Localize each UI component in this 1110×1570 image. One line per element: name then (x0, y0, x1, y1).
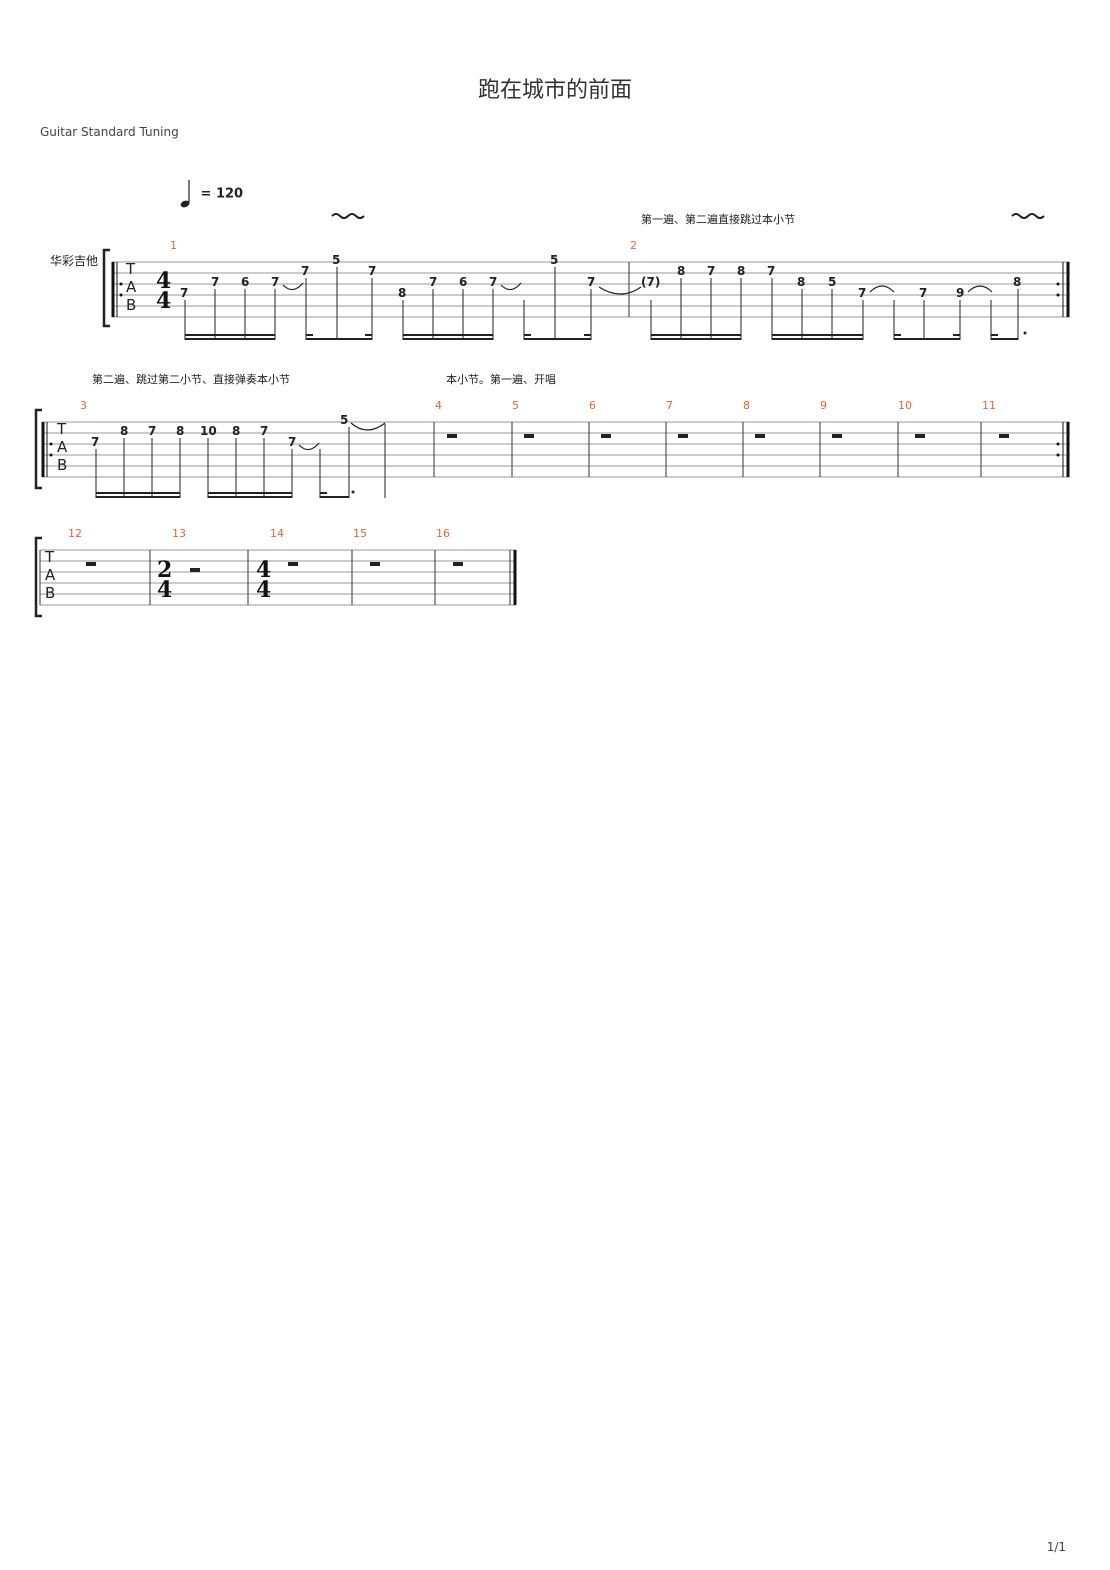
tab-letter-t: T (125, 260, 136, 278)
ties (282, 282, 993, 295)
tab-letter-t: T (56, 420, 67, 438)
bar-number: 2 (630, 239, 637, 252)
system-brace (102, 248, 110, 328)
bar-number: 3 (80, 399, 87, 412)
bar-number: 5 (512, 399, 519, 412)
fret-note: 8 (677, 264, 685, 278)
fret-note: 7 (271, 275, 279, 289)
system-brace (34, 408, 42, 490)
fret-note: 7 (489, 275, 497, 289)
tempo-value: = 120 (200, 186, 244, 202)
bar-number: 7 (666, 399, 673, 412)
bar-number: 6 (589, 399, 596, 412)
vibrato-icon (1011, 213, 1045, 219)
fret-note: 5 (828, 275, 836, 289)
tab-letter-b: B (45, 584, 55, 602)
time-sig-bottom: 4 (156, 288, 171, 314)
time-sig-top: 4 (256, 557, 271, 583)
annotation-text: 第一遍、第二遍直接跳过本小节 (641, 212, 795, 226)
system-3: T A B 12 13 14 15 16 2 4 4 4 (34, 527, 517, 618)
fret-note: 7 (587, 275, 595, 289)
fret-note: 8 (737, 264, 745, 278)
bar-number: 12 (68, 527, 82, 540)
system-2: T A B 第二遍、跳过第二小节、直接弹奏本小节 本小节。第一遍、开唱 3 4 … (34, 372, 1070, 498)
tab-letter-a: A (126, 278, 137, 296)
time-sig-top: 4 (156, 268, 171, 294)
fret-note: 7 (301, 264, 309, 278)
time-sig-top: 2 (157, 557, 172, 583)
tab-letter-a: A (57, 438, 68, 456)
bar-number: 8 (743, 399, 750, 412)
bar-1-notes: 7 7 6 7 7 5 7 8 7 6 7 5 7 (180, 253, 595, 300)
beams (185, 334, 1018, 340)
system-brace (34, 536, 42, 618)
bar-3-notes: 7 8 7 8 10 8 7 7 5 (91, 413, 348, 449)
instrument-name: 华彩吉他 (50, 254, 98, 268)
staff-lines (42, 421, 1070, 478)
vibrato-icon (331, 213, 365, 219)
stems (95, 424, 386, 498)
fret-note: 8 (232, 424, 240, 438)
page-number: 1/1 (1046, 1540, 1066, 1554)
bar-number: 14 (270, 527, 284, 540)
bar-number: 16 (436, 527, 450, 540)
fret-note: 7 (180, 286, 188, 300)
tuning-label: Guitar Standard Tuning (40, 125, 179, 139)
annotation-text: 第二遍、跳过第二小节、直接弹奏本小节 (92, 372, 290, 386)
fret-note: 8 (1013, 275, 1021, 289)
rests (447, 434, 1009, 438)
fret-note: 7 (91, 435, 99, 449)
fret-note: 7 (767, 264, 775, 278)
fret-note: 8 (797, 275, 805, 289)
fret-note: 5 (550, 253, 558, 267)
fret-note: 9 (956, 286, 964, 300)
fret-note: 6 (241, 275, 249, 289)
bar-number: 15 (353, 527, 367, 540)
fret-note: (7) (641, 275, 660, 289)
bar-number: 11 (982, 399, 996, 412)
tab-letter-b: B (126, 296, 136, 314)
stems (184, 267, 1019, 340)
fret-note: 10 (200, 424, 217, 438)
quarter-note-icon (180, 180, 190, 208)
fret-note: 7 (429, 275, 437, 289)
tab-letter-b: B (57, 456, 67, 474)
system-1: 华彩吉他 T A B 4 4 1 2 (50, 212, 1070, 340)
bar-number: 10 (898, 399, 912, 412)
fret-note: 7 (148, 424, 156, 438)
barlines (149, 550, 511, 605)
fret-note: 7 (919, 286, 927, 300)
fret-note: 7 (260, 424, 268, 438)
barlines (433, 422, 982, 477)
fret-note: 8 (398, 286, 406, 300)
song-title: 跑在城市的前面 (477, 78, 632, 103)
tab-letter-a: A (45, 566, 56, 584)
ties (298, 422, 386, 451)
fret-note: 7 (368, 264, 376, 278)
fret-note: 7 (288, 435, 296, 449)
annotation-text: 本小节。第一遍、开唱 (446, 372, 556, 386)
time-sig-bottom: 4 (157, 577, 172, 603)
tab-letter-t: T (44, 548, 55, 566)
tempo-marking: = 120 (180, 178, 243, 210)
fret-note: 6 (459, 275, 467, 289)
bar-number: 9 (820, 399, 827, 412)
beams (96, 492, 349, 498)
fret-note: 7 (707, 264, 715, 278)
bar-number: 4 (435, 399, 442, 412)
fret-note: 5 (332, 253, 340, 267)
staff-lines (40, 549, 516, 606)
bar-number: 1 (170, 239, 177, 252)
bar-2-notes: (7) 8 7 8 7 8 5 7 7 9 8 (641, 264, 1021, 300)
fret-note: 7 (858, 286, 866, 300)
fret-note: 5 (340, 413, 348, 427)
fret-note: 8 (120, 424, 128, 438)
fret-note: 7 (211, 275, 219, 289)
rests (86, 562, 463, 572)
time-sig-bottom: 4 (256, 577, 271, 603)
fret-note: 8 (176, 424, 184, 438)
bar-number: 13 (172, 527, 186, 540)
